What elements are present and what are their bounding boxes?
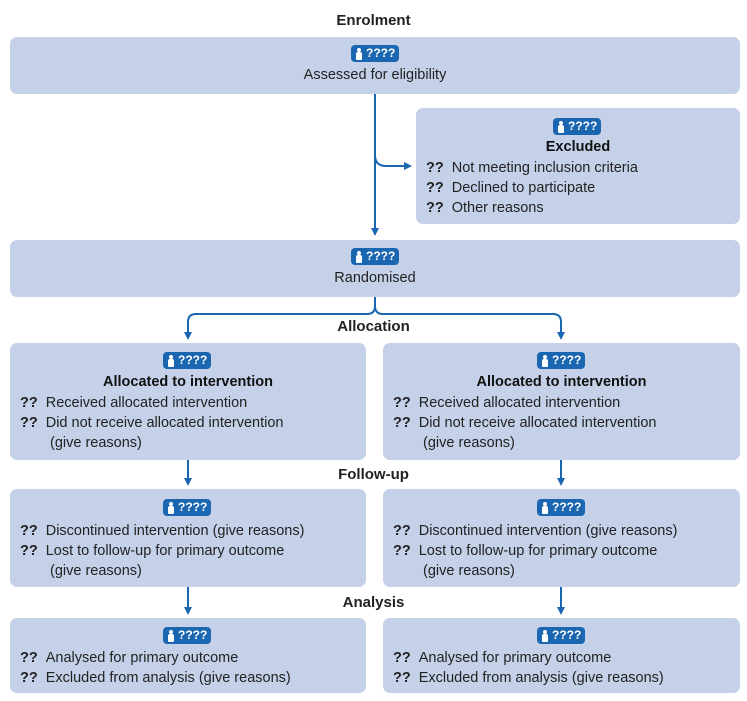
stage-heading-followup: Follow-up <box>338 466 409 483</box>
person-icon <box>166 354 176 367</box>
person-icon <box>166 629 176 642</box>
count-badge: ???? <box>163 627 212 644</box>
count-marker: ?? <box>20 670 38 686</box>
arrow-to-excluded <box>374 154 412 170</box>
followup-right-item: ?? Discontinued intervention (give reason… <box>393 523 677 539</box>
count-placeholder: ???? <box>552 353 582 367</box>
followup-left-item-label: Discontinued intervention (give reasons) <box>45 523 305 539</box>
randomised-label: Randomised <box>334 270 416 286</box>
excluded-item: ?? Not meeting inclusion criteria <box>426 160 638 176</box>
excluded-item-label: Declined to participate <box>451 180 596 196</box>
followup-right-item-label: Discontinued intervention (give reasons) <box>418 523 678 539</box>
count-placeholder: ???? <box>552 628 582 642</box>
count-marker: ?? <box>393 670 411 686</box>
excluded-item-label: Not meeting inclusion criteria <box>451 160 638 176</box>
allocated-left-item: ?? Did not receive allocated intervention <box>20 415 284 431</box>
count-placeholder: ???? <box>366 249 396 263</box>
count-marker: ?? <box>393 650 411 666</box>
count-badge: ???? <box>537 499 586 516</box>
analysis-right-item: ?? Excluded from analysis (give reasons) <box>393 670 664 686</box>
person-icon <box>166 501 176 514</box>
count-placeholder: ???? <box>552 500 582 514</box>
followup-left-item: ?? Lost to follow-up for primary outcome <box>20 543 284 559</box>
followup-right-item: ?? Lost to follow-up for primary outcome <box>393 543 657 559</box>
person-icon <box>540 629 550 642</box>
person-icon <box>540 354 550 367</box>
allocated-left-continuation: (give reasons) <box>50 435 142 451</box>
analysis-left-item: ?? Excluded from analysis (give reasons) <box>20 670 291 686</box>
analysis-right-item: ?? Analysed for primary outcome <box>393 650 611 666</box>
count-placeholder: ???? <box>178 500 208 514</box>
analysis-right-item-label: Excluded from analysis (give reasons) <box>418 670 664 686</box>
stage-heading-enrolment: Enrolment <box>336 12 411 29</box>
allocated-left-item-label: Received allocated intervention <box>45 395 248 411</box>
count-marker: ?? <box>20 395 38 411</box>
count-marker: ?? <box>426 160 444 176</box>
allocated-right-continuation: (give reasons) <box>423 435 515 451</box>
excluded-item: ?? Other reasons <box>426 200 544 216</box>
person-icon <box>354 47 364 60</box>
randomised-box: ???? Randomised <box>10 240 740 297</box>
assessed-box: ???? Assessed for eligibility <box>10 37 740 94</box>
count-placeholder: ???? <box>178 628 208 642</box>
person-icon <box>556 120 566 133</box>
count-marker: ?? <box>393 543 411 559</box>
assessed-label: Assessed for eligibility <box>303 67 447 83</box>
excluded-item-label: Other reasons <box>451 200 544 216</box>
person-icon <box>540 501 550 514</box>
count-badge: ???? <box>351 45 400 62</box>
allocated-right-item: ?? Did not receive allocated intervention <box>393 415 657 431</box>
allocated-right-box: ???? Allocated to intervention ?? Receive… <box>383 343 740 460</box>
count-badge: ???? <box>553 118 602 135</box>
allocated-right-title: Allocated to intervention <box>476 374 647 390</box>
stage-heading-analysis: Analysis <box>342 594 405 611</box>
count-marker: ?? <box>20 523 38 539</box>
allocated-right-item-label: Received allocated intervention <box>418 395 621 411</box>
analysis-right-box: ???? ?? Analysed for primary outcome ?? Ex… <box>383 618 740 693</box>
analysis-left-item-label: Excluded from analysis (give reasons) <box>45 670 291 686</box>
count-marker: ?? <box>426 200 444 216</box>
person-icon <box>354 250 364 263</box>
count-marker: ?? <box>426 180 444 196</box>
count-badge: ???? <box>537 627 586 644</box>
count-marker: ?? <box>393 415 411 431</box>
followup-right-box: ???? ?? Discontinued intervention (give r… <box>383 489 740 587</box>
count-badge: ???? <box>163 352 212 369</box>
analysis-left-item-label: Analysed for primary outcome <box>45 650 239 666</box>
allocated-right-item: ?? Received allocated intervention <box>393 395 620 411</box>
followup-left-item-label: Lost to follow-up for primary outcome <box>45 543 285 559</box>
followup-left-continuation: (give reasons) <box>50 563 142 579</box>
followup-right-item-label: Lost to follow-up for primary outcome <box>418 543 658 559</box>
count-placeholder: ???? <box>568 119 598 133</box>
count-placeholder: ???? <box>366 46 396 60</box>
excluded-item: ?? Declined to participate <box>426 180 595 196</box>
analysis-right-item-label: Analysed for primary outcome <box>418 650 612 666</box>
excluded-title: Excluded <box>545 139 611 155</box>
allocated-left-title: Allocated to intervention <box>103 374 273 390</box>
allocated-left-item-label: Did not receive allocated intervention <box>45 415 284 431</box>
analysis-left-item: ?? Analysed for primary outcome <box>20 650 238 666</box>
count-badge: ???? <box>537 352 586 369</box>
count-marker: ?? <box>20 543 38 559</box>
followup-left-box: ???? ?? Discontinued intervention (give r… <box>10 489 366 587</box>
arrow-randomised-split-right <box>374 305 565 340</box>
count-marker: ?? <box>20 415 38 431</box>
stage-heading-allocation: Allocation <box>337 318 410 335</box>
allocated-left-item: ?? Received allocated intervention <box>20 395 247 411</box>
count-marker: ?? <box>20 650 38 666</box>
count-badge: ???? <box>351 248 400 265</box>
followup-right-continuation: (give reasons) <box>423 563 515 579</box>
allocated-left-box: ???? Allocated to intervention ?? Receive… <box>10 343 366 460</box>
count-placeholder: ???? <box>178 353 208 367</box>
excluded-box: ???? Excluded ?? Not meeting inclusion cr… <box>416 108 740 224</box>
count-marker: ?? <box>393 395 411 411</box>
count-badge: ???? <box>163 499 212 516</box>
count-marker: ?? <box>393 523 411 539</box>
allocated-right-item-label: Did not receive allocated intervention <box>418 415 657 431</box>
analysis-left-box: ???? ?? Analysed for primary outcome ?? Ex… <box>10 618 366 693</box>
followup-left-item: ?? Discontinued intervention (give reason… <box>20 523 304 539</box>
